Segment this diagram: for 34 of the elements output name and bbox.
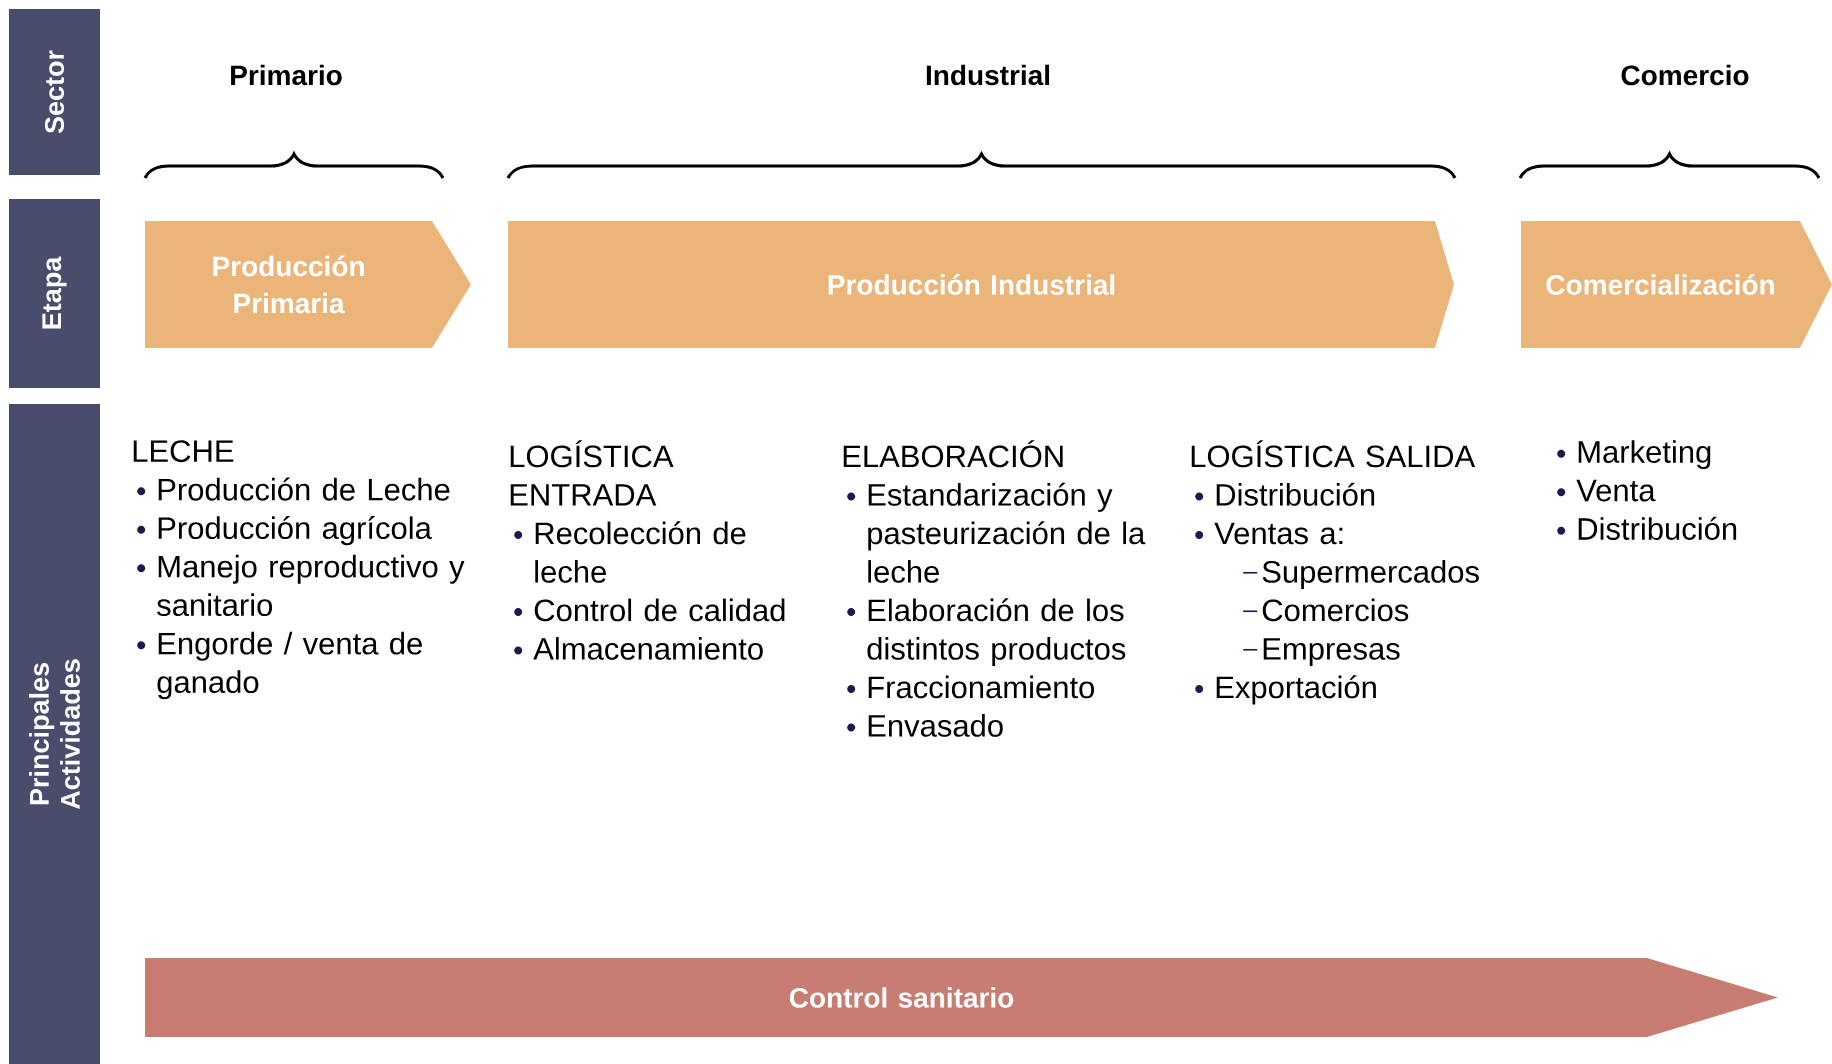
bullet-item: Ventas a: xyxy=(1195,522,1343,545)
bullet-item: Estandarización y pasteurización de la leche xyxy=(847,482,1146,583)
sector-title: Comercio xyxy=(1621,64,1749,86)
bullet-item: Engorde / venta de ganado xyxy=(137,631,422,700)
bullet-item: Fraccionamiento xyxy=(847,675,1095,699)
column-heading: LOGÍSTICA SALIDA xyxy=(1191,440,1476,468)
process-banner: Control sanitario xyxy=(145,958,1778,1037)
sector-title: Primario xyxy=(231,64,342,86)
column-heading: ELABORACIÓN xyxy=(843,440,1063,468)
bullet-item: Exportación xyxy=(1195,675,1376,705)
bullet-item: Marketing xyxy=(1557,440,1711,470)
sector-title: Industrial xyxy=(926,64,1050,86)
stage-banner: Comercialización xyxy=(1521,221,1832,348)
column-heading: LECHE xyxy=(133,440,234,463)
bullet-item: Control de calidad xyxy=(514,598,785,622)
bullet-item: Venta xyxy=(1557,479,1656,502)
bullet-item: Elaboración de los distintos productos xyxy=(847,598,1126,666)
bullet-item: Distribución xyxy=(1195,482,1375,506)
bullet-item: Almacenamiento xyxy=(514,637,763,660)
stage-banner: Producción Industrial xyxy=(508,221,1454,348)
dash-item: Comercios xyxy=(1242,598,1409,622)
bullet-item: Producción agrícola xyxy=(137,516,432,546)
stage-banner: Producción Primaria xyxy=(145,221,471,348)
side-band: Etapa xyxy=(9,199,100,388)
dash-item: Empresas xyxy=(1242,638,1400,666)
bullet-item: Recolección de leche xyxy=(514,521,746,583)
dash-item: Supermercados xyxy=(1242,560,1479,589)
side-band: Principales Actividades xyxy=(9,404,100,1064)
side-band: Sector xyxy=(9,9,100,175)
column-heading: LOGÍSTICA ENTRADA xyxy=(510,440,674,506)
bullet-item: Manejo reproductivo y sanitario xyxy=(137,554,465,617)
bullet-item: Producción de Leche xyxy=(137,477,450,501)
bullet-item: Distribución xyxy=(1557,516,1737,540)
bullet-item: Envasado xyxy=(847,714,1003,737)
